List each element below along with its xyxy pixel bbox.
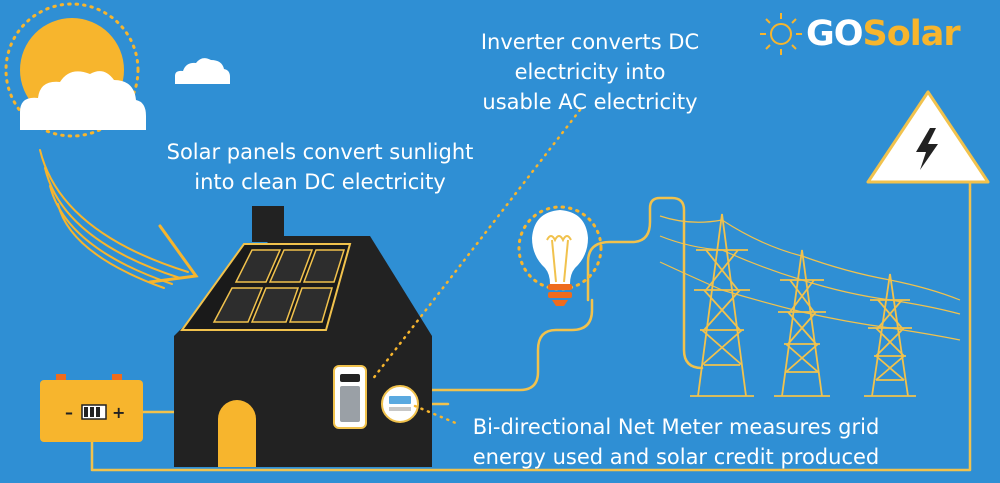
- brand-logo: GOSolar: [806, 14, 961, 54]
- inverter-callout-line: usable AC electricity: [482, 90, 698, 114]
- cloud-icon: [20, 71, 146, 130]
- battery-icon: – +: [40, 374, 143, 442]
- high-voltage-warning-icon: [866, 90, 990, 190]
- power-tower-icon: [659, 213, 961, 397]
- brand-sun-icon: [760, 13, 802, 55]
- battery-plus-sign: +: [112, 403, 125, 422]
- callout-pointers: [370, 108, 582, 426]
- light-bulb-icon: [517, 205, 603, 306]
- inverter-callout: Inverter converts DC electricity into us…: [470, 27, 710, 117]
- inverter-icon: [333, 365, 367, 429]
- inverter-callout-line: electricity into: [514, 60, 666, 84]
- solar-panels-callout-line: Solar panels convert sunlight: [166, 140, 474, 164]
- solar-panel-icon: [180, 243, 352, 331]
- net-meter-callout: Bi-directional Net Meter measures grid e…: [446, 412, 906, 472]
- battery-minus-sign: –: [65, 403, 73, 422]
- net-meter-icon: [381, 385, 419, 423]
- brand-solar: Solar: [862, 14, 960, 54]
- net-meter-callout-line: Bi-directional Net Meter measures grid: [472, 415, 880, 439]
- inverter-callout-line: Inverter converts DC: [480, 30, 700, 54]
- solar-panels-callout: Solar panels convert sunlight into clean…: [140, 137, 500, 197]
- sunlight-arrows: [39, 149, 199, 289]
- net-meter-callout-line: energy used and solar credit produced: [472, 445, 880, 469]
- solar-panels-callout-line: into clean DC electricity: [194, 170, 446, 194]
- brand-go: GO: [806, 14, 863, 54]
- small-cloud-icon: [175, 58, 230, 84]
